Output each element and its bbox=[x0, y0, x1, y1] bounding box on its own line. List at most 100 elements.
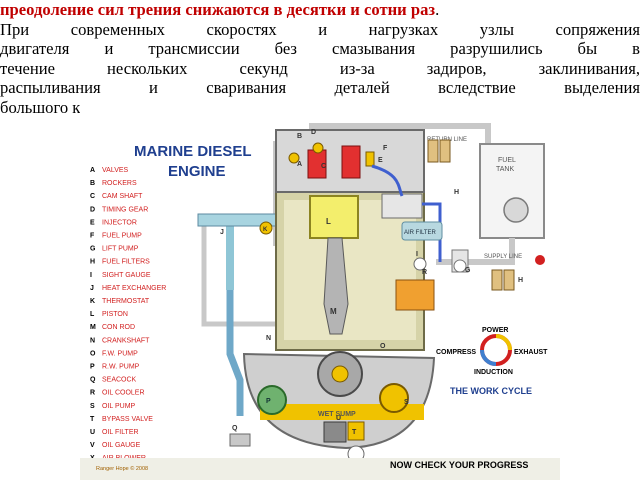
legend-letter: I bbox=[90, 272, 92, 279]
legend-letter: N bbox=[90, 337, 95, 344]
valve-right bbox=[341, 145, 361, 179]
check-progress-button[interactable]: NOW CHECK YOUR PROGRESS bbox=[390, 460, 528, 470]
legend-part-name: OIL GAUGE bbox=[102, 442, 141, 449]
legend-part-name: THERMOSTAT bbox=[102, 298, 150, 305]
marker-n: N bbox=[266, 335, 271, 342]
cycle-title: THE WORK CYCLE bbox=[450, 386, 532, 396]
credit-text: Ranger Hope © 2008 bbox=[96, 465, 148, 472]
legend-part-name: OIL COOLER bbox=[102, 390, 145, 397]
marker-a: A bbox=[297, 161, 302, 168]
crankcase bbox=[242, 352, 436, 450]
marker-g: G bbox=[465, 267, 471, 274]
marker-u: U bbox=[336, 415, 341, 422]
legend-letter: A bbox=[90, 167, 95, 174]
oil-filter bbox=[323, 421, 347, 443]
legend-letter: F bbox=[90, 233, 95, 240]
air-filter-label: AIR FILTER bbox=[404, 230, 437, 236]
legend-letter: B bbox=[90, 180, 95, 187]
legend-part-name: INJECTOR bbox=[102, 219, 137, 226]
marker-p: P bbox=[266, 398, 271, 405]
cam-shaft-icon bbox=[288, 152, 300, 164]
cycle-exhaust: EXHAUST bbox=[514, 349, 548, 356]
marker-t: T bbox=[352, 429, 357, 436]
work-cycle-power-arc bbox=[495, 334, 512, 351]
marker-h-1: H bbox=[518, 277, 523, 284]
legend-letter: D bbox=[90, 206, 95, 213]
legend-letter: E bbox=[90, 219, 95, 226]
fuel-filter-top-1 bbox=[427, 139, 439, 163]
legend-part-name: FUEL FILTERS bbox=[102, 259, 150, 266]
intro-line-1: преодоление сил трения снижаются в десят… bbox=[0, 0, 440, 19]
sight-gauge-icon bbox=[413, 257, 427, 271]
legend-part-name: CRANKSHAFT bbox=[102, 337, 150, 344]
marker-h-2: H bbox=[454, 189, 459, 196]
injector bbox=[365, 151, 375, 167]
legend-letter: M bbox=[90, 324, 96, 331]
legend-letter: C bbox=[90, 193, 95, 200]
piston bbox=[309, 195, 359, 239]
fuel-tank-cap-icon bbox=[503, 197, 529, 223]
marker-e: E bbox=[378, 157, 383, 164]
marker-j: J bbox=[220, 229, 224, 236]
legend-letter: V bbox=[90, 442, 95, 449]
legend-part-name: VALVES bbox=[102, 167, 129, 174]
legend-letter: H bbox=[90, 259, 95, 266]
legend-letter: O bbox=[90, 350, 96, 357]
work-cycle: POWER COMPRESS EXHAUST INDUCTION THE WOR… bbox=[436, 327, 548, 396]
fuel-tank bbox=[479, 143, 545, 239]
marker-i: I bbox=[416, 251, 418, 258]
legend-part-name: FUEL PUMP bbox=[102, 233, 142, 240]
legend-letter: U bbox=[90, 429, 95, 436]
intro-line-5: распыливания и сваривания деталей вследс… bbox=[0, 78, 640, 97]
legend-letter: S bbox=[90, 403, 95, 410]
work-cycle-induction-arc bbox=[480, 349, 497, 366]
legend-letter: K bbox=[90, 298, 95, 305]
legend-part-name: PISTON bbox=[102, 311, 128, 318]
legend-part-name: HEAT EXCHANGER bbox=[102, 285, 166, 292]
marker-c: C bbox=[321, 163, 326, 170]
fuel-filter-2 bbox=[503, 269, 515, 291]
marker-f: F bbox=[383, 145, 388, 152]
fuel-filter-1 bbox=[491, 269, 503, 291]
fuel-feed-line bbox=[422, 202, 442, 262]
seacock bbox=[229, 433, 251, 447]
legend-letter: T bbox=[90, 416, 95, 423]
intro-line-3: двигателя и трансмиссии без смазывания р… bbox=[0, 39, 640, 58]
legend-letter: Q bbox=[90, 377, 96, 384]
legend-letter: J bbox=[90, 285, 94, 292]
fuel-pump bbox=[381, 193, 423, 219]
fuel-filter-top-2 bbox=[439, 139, 451, 163]
crankshaft-hub-icon bbox=[331, 365, 349, 383]
cycle-induction: INDUCTION bbox=[474, 369, 513, 376]
legend-part-name: CON ROD bbox=[102, 324, 135, 331]
legend-part-name: CAM SHAFT bbox=[102, 193, 143, 200]
legend-letter: P bbox=[90, 364, 95, 371]
legend-part-name: F.W. PUMP bbox=[102, 350, 138, 357]
legend-part-name: SEACOCK bbox=[102, 377, 137, 384]
air-filter bbox=[401, 221, 443, 241]
legend-part-name: BYPASS VALVE bbox=[102, 416, 153, 423]
left-pipe bbox=[201, 220, 276, 327]
fuel-tank-label-1: FUEL bbox=[498, 157, 516, 164]
injector-fuel-line bbox=[371, 164, 404, 197]
cycle-power: POWER bbox=[482, 327, 508, 334]
marker-q: Q bbox=[232, 425, 238, 432]
legend-part-name: SIGHT GAUGE bbox=[102, 272, 151, 279]
intro-bold-phrase: преодоление сил трения снижаются в десят… bbox=[0, 0, 436, 19]
marker-r: R bbox=[422, 269, 427, 276]
fw-pump-icon bbox=[257, 385, 287, 415]
fuel-tank-label-2: TANK bbox=[496, 166, 514, 173]
lift-pump-gauge-icon bbox=[453, 259, 467, 273]
marker-b: B bbox=[297, 133, 302, 140]
intro-text: преодоление сил трения снижаются в десят… bbox=[0, 0, 640, 120]
legend-letter: G bbox=[90, 246, 96, 253]
marker-l: L bbox=[326, 217, 331, 226]
raw-water-pipe bbox=[226, 290, 244, 416]
marker-o: O bbox=[380, 343, 386, 350]
marker-d: D bbox=[311, 129, 316, 136]
diagram-title-2: ENGINE bbox=[168, 163, 226, 180]
legend-letter: R bbox=[90, 390, 95, 397]
cycle-compress: COMPRESS bbox=[436, 349, 476, 356]
